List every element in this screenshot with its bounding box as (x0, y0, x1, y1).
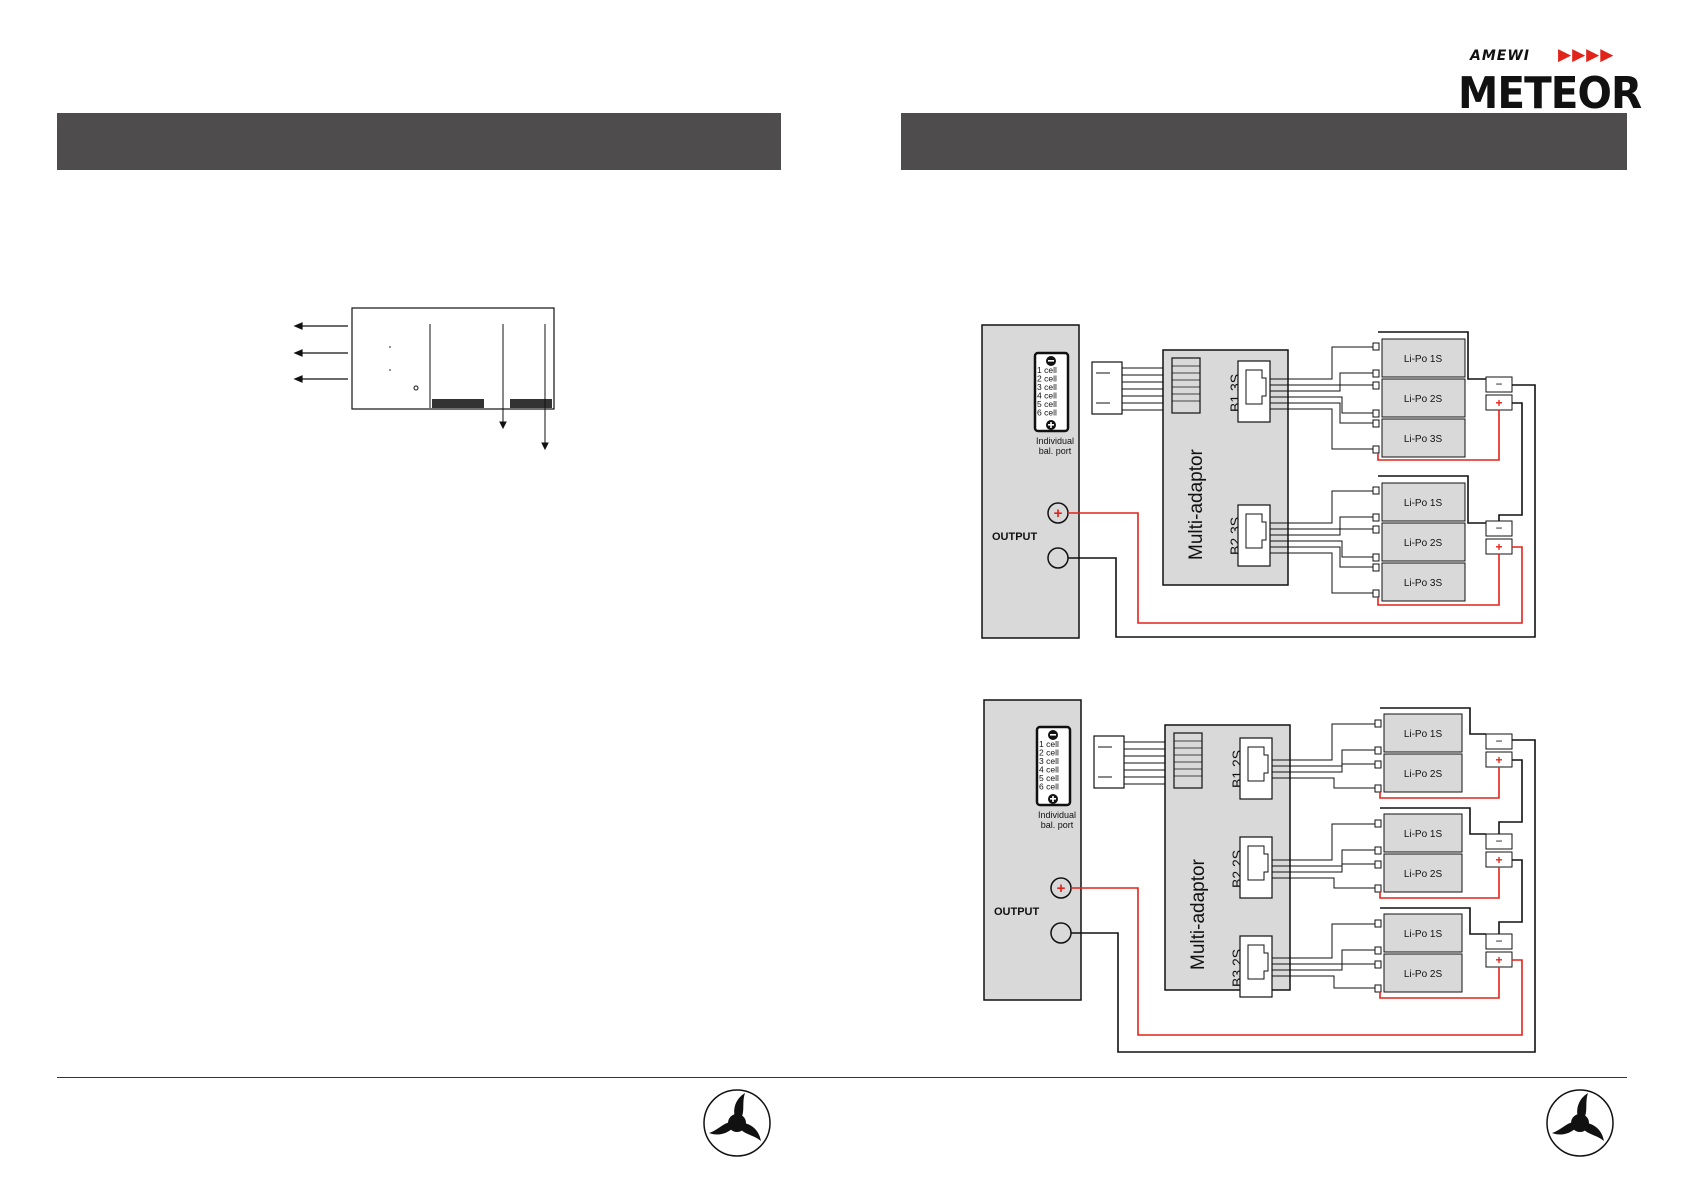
svg-text:+: + (1495, 396, 1502, 410)
battery-group-2: Li-Po 1S Li-Po 2S Li-Po 3S (1381, 482, 1466, 602)
cell-label-5: 5 cell (1037, 399, 1057, 409)
svg-text:+: + (1495, 753, 1502, 767)
red-arrow-icons: ▶▶▶▶ (1558, 45, 1615, 64)
battery-label: Li-Po 1S (1404, 929, 1443, 940)
cell-label-3: 3 cell (1037, 382, 1057, 392)
output-label: OUTPUT (994, 906, 1040, 918)
output-minus-terminal (1050, 922, 1072, 944)
brand-logo: AMEWI ▶▶▶▶ METEOR (1450, 40, 1642, 120)
cell-label-6: 6 cell (1037, 408, 1057, 418)
battery-label: Li-Po 3S (1404, 434, 1443, 445)
adaptor-label: Multi-adaptor (1186, 448, 1207, 560)
brand-name: METEOR (1458, 68, 1642, 119)
battery-label: Li-Po 2S (1404, 869, 1443, 880)
cell-label-2: 2 cell (1039, 748, 1059, 758)
svg-text:−: − (1495, 734, 1502, 748)
battery-group-2: Li-Po 1S Li-Po 2S (1383, 813, 1463, 893)
cell-label-4: 4 cell (1037, 391, 1057, 401)
svg-text:−: − (1495, 521, 1502, 535)
svg-text:+: + (1057, 880, 1066, 897)
battery-label: Li-Po 2S (1404, 394, 1443, 405)
adaptor-label: Multi-adaptor (1188, 858, 1209, 970)
svg-text:−: − (1495, 934, 1502, 948)
battery-label: Li-Po 2S (1404, 538, 1443, 549)
balance-port (1035, 725, 1072, 807)
output-minus-terminal (1047, 547, 1069, 569)
svg-text:−: − (1495, 377, 1502, 391)
propeller-logo-icon (1546, 1089, 1614, 1157)
header-bar-left (57, 113, 781, 170)
svg-text:+: + (1054, 505, 1063, 522)
battery-label: Li-Po 1S (1404, 729, 1443, 740)
battery-label: Li-Po 2S (1404, 969, 1443, 980)
footer-divider (57, 1077, 1627, 1078)
battery-label: Li-Po 2S (1404, 769, 1443, 780)
battery-label: Li-Po 1S (1404, 829, 1443, 840)
battery-group-3: Li-Po 1S Li-Po 2S (1383, 913, 1463, 993)
port-label-1: Individual (1038, 810, 1076, 820)
battery-group-1: Li-Po 1S Li-Po 2S (1383, 713, 1463, 793)
battery-label: Li-Po 1S (1404, 498, 1443, 509)
output-label: OUTPUT (992, 531, 1038, 543)
cell-label-5: 5 cell (1039, 773, 1059, 783)
lcd-display-diagram (293, 307, 555, 451)
cell-label-2: 2 cell (1037, 374, 1057, 384)
svg-text:+: + (1495, 953, 1502, 967)
cell-label-6: 6 cell (1039, 782, 1059, 792)
brand-small-logo: AMEWI (1470, 48, 1530, 64)
port-label-2: bal. port (1039, 446, 1072, 456)
port-label-1: Individual (1036, 436, 1074, 446)
cell-label-3: 3 cell (1039, 756, 1059, 766)
port-label-2: bal. port (1041, 820, 1074, 830)
svg-text:+: + (1495, 540, 1502, 554)
battery-label: Li-Po 1S (1404, 354, 1443, 365)
svg-text:+: + (1495, 853, 1502, 867)
balance-port (1033, 351, 1070, 433)
battery-group-1: Li-Po 1S Li-Po 2S Li-Po 3S (1381, 338, 1466, 458)
wiring-diagram-2s: 1 cell 2 cell 3 cell 4 cell 5 cell 6 cel… (983, 699, 1536, 1053)
cell-label-4: 4 cell (1039, 765, 1059, 775)
propeller-logo-icon (703, 1089, 771, 1157)
header-bar-right (901, 113, 1627, 170)
battery-label: Li-Po 3S (1404, 578, 1443, 589)
cell-label-1: 1 cell (1039, 739, 1059, 749)
svg-text:−: − (1495, 834, 1502, 848)
wiring-diagram-3s: 1 cell 2 cell 3 cell 4 cell 5 cell 6 cel… (981, 324, 1536, 639)
cell-label-1: 1 cell (1037, 365, 1057, 375)
